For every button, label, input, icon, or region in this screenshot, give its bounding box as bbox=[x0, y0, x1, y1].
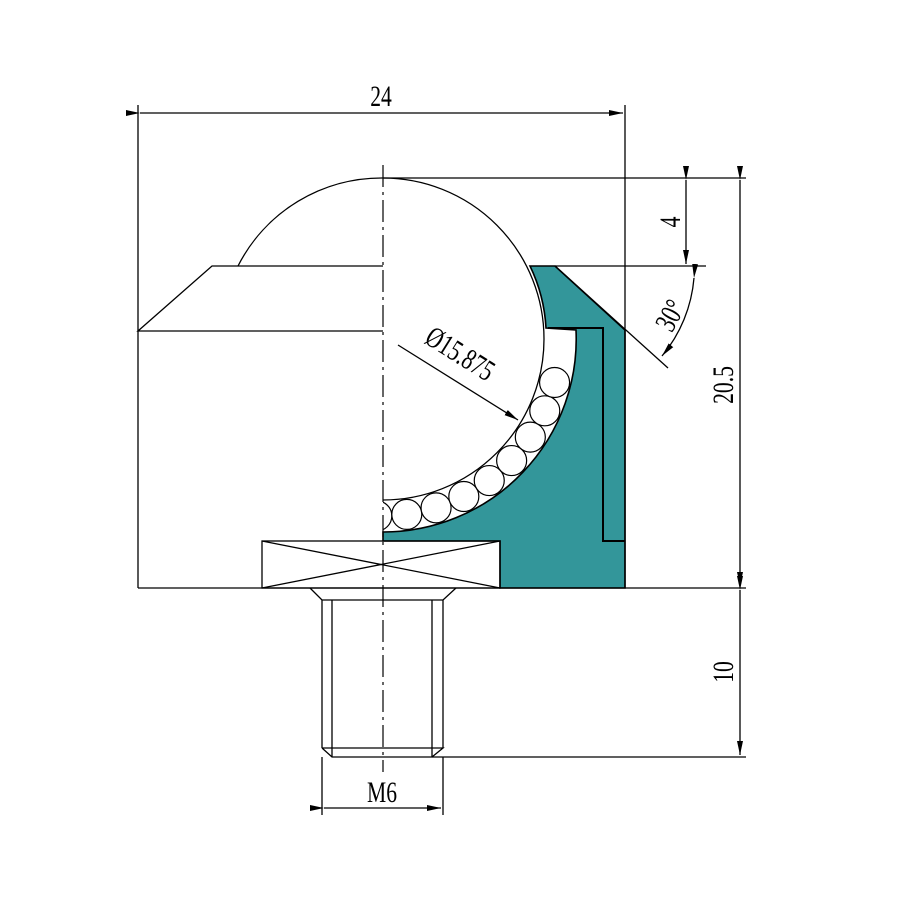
dim-text-thread: M6 bbox=[367, 776, 397, 809]
chamfer-extension bbox=[554, 265, 669, 369]
dim-arc-angle bbox=[661, 263, 699, 357]
bearing-ball bbox=[473, 464, 505, 497]
dim-text-width: 24 bbox=[370, 80, 392, 113]
bearing-ball bbox=[514, 421, 546, 453]
bearing-ball bbox=[391, 498, 423, 530]
housing-section bbox=[382, 265, 626, 589]
bearing-ball bbox=[538, 366, 571, 399]
nut bbox=[261, 540, 501, 589]
bearing-ball bbox=[448, 480, 480, 513]
bearing-balls bbox=[383, 366, 571, 531]
bearing-ball bbox=[529, 395, 561, 427]
section-inner-edge bbox=[548, 327, 625, 542]
dim-leader-ball bbox=[397, 344, 519, 421]
housing-left-outline bbox=[136, 265, 383, 332]
bearing-ball bbox=[496, 444, 528, 477]
dim-text-angle: 30° bbox=[649, 294, 693, 336]
nut-diagonal bbox=[261, 540, 501, 589]
dim-text-protrusion: 4 bbox=[654, 217, 687, 228]
bearing-ball bbox=[420, 492, 452, 524]
ball-right-half bbox=[382, 177, 545, 501]
dim-text-height: 20.5 bbox=[707, 366, 740, 404]
ball-left-top bbox=[237, 177, 384, 267]
bearing-ball bbox=[383, 501, 393, 531]
dim-text-stud: 10 bbox=[707, 661, 740, 683]
dim-text-ball-diameter: Ø15.875 bbox=[420, 320, 501, 388]
